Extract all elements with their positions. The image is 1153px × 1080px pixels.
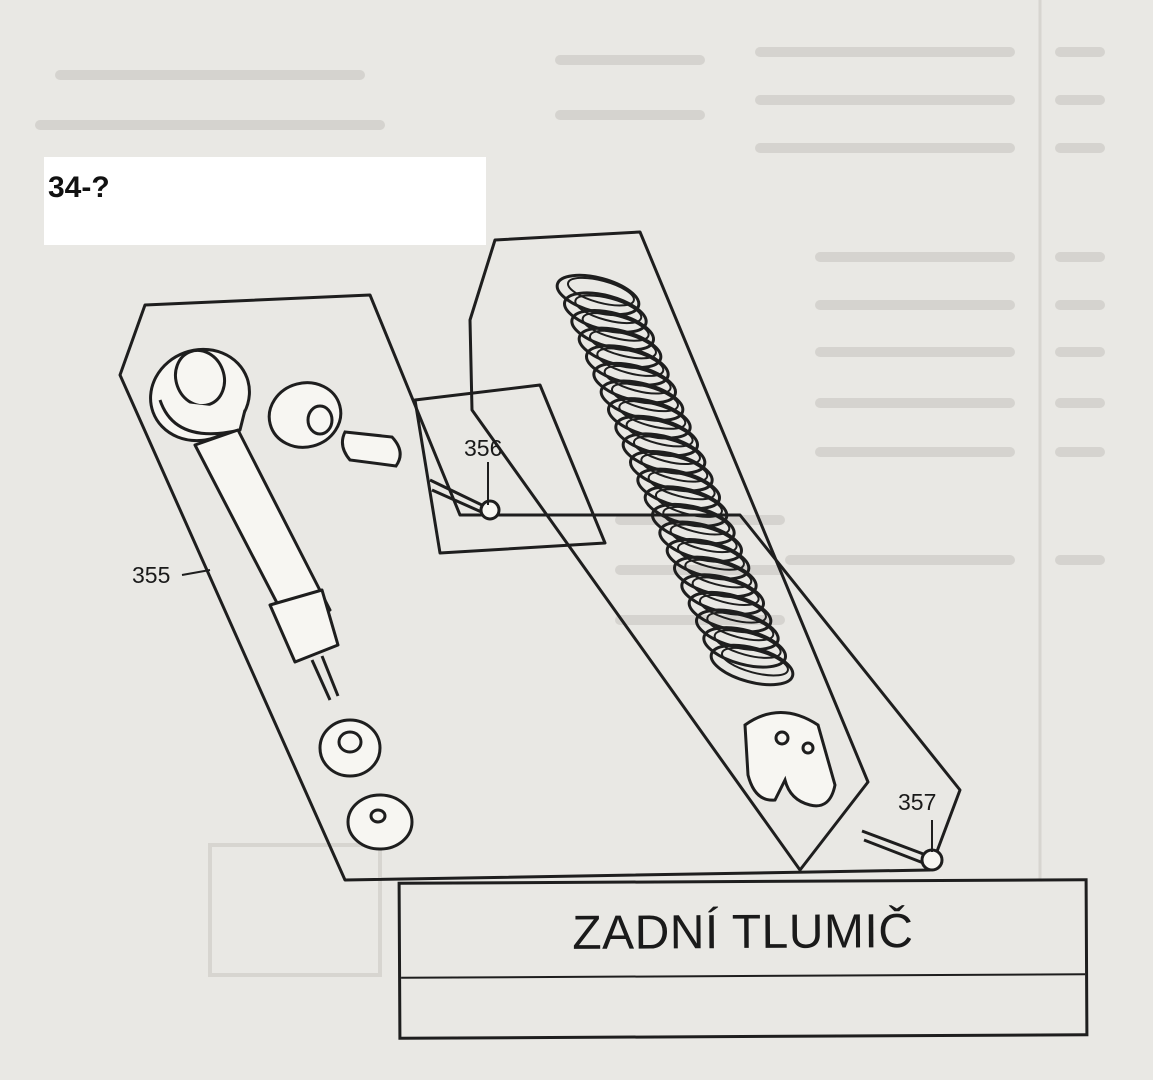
callout-356: 356 (464, 435, 503, 461)
lower-rubber-cap-hole (369, 808, 387, 824)
spring-coil-inner (596, 347, 665, 377)
background-ghost-frame (208, 843, 382, 977)
shock-body-tube (193, 428, 332, 630)
spring-coil-inner (706, 611, 775, 642)
collar-sleeve (340, 430, 402, 468)
spring-coil-inner (625, 417, 694, 448)
spring-coil-inner (721, 646, 789, 677)
spring-coil-inner (603, 364, 672, 395)
spring-coil-inner (662, 505, 731, 536)
spring-coil-inner (713, 629, 782, 659)
shock-bushings (267, 381, 414, 851)
shock-rod-edge (320, 655, 340, 697)
spring-coil-inner (640, 453, 709, 483)
lower-spring-mount (743, 711, 837, 808)
callout-357: 357 (898, 789, 937, 815)
spring-coil-inner (618, 400, 687, 430)
lower-bolt (861, 829, 944, 872)
title-block: ZADNÍ TLUMIČ (397, 878, 1089, 1040)
shock-body-sleeve (268, 588, 340, 664)
spring-coil-inner (574, 294, 643, 325)
spring-coil-inner (589, 329, 657, 360)
bolt-subpanel-outline (413, 383, 607, 555)
spring-coil-inner (699, 594, 767, 624)
upper-bushing (267, 381, 343, 449)
background-ghost-text (35, 47, 1105, 625)
upper-bolt (429, 478, 501, 521)
title-block-divider (401, 973, 1086, 979)
spring-coil-inner (655, 488, 723, 518)
diagram-title: ZADNÍ TLUMIČ (572, 905, 914, 960)
page-code-label: 34-? (44, 157, 486, 245)
spring-coil-turn (709, 643, 795, 687)
callout-355: 355 (132, 562, 171, 588)
lower-rubber-bushing-hole (337, 730, 363, 754)
spring-coil-inner (581, 312, 650, 342)
coil-spring (555, 273, 795, 687)
spring-coil-inner (567, 276, 635, 307)
spring-coil-turn (702, 626, 787, 669)
spring-coil-inner (684, 558, 753, 589)
callout-355-leader (181, 569, 211, 576)
shock-panel-outline (118, 293, 962, 882)
shock-upper-eye-bore (173, 348, 227, 408)
spring-coil-inner (633, 435, 701, 466)
spring-coil-inner (611, 382, 679, 413)
spring-coil-inner (677, 541, 745, 571)
spring-coil-inner (647, 470, 716, 501)
shock-absorber (149, 347, 340, 701)
upper-bushing-hole (306, 404, 334, 436)
shock-rod (310, 659, 332, 701)
spring-panel-outline (468, 230, 870, 872)
spring-coil-inner (669, 523, 738, 554)
spring-coil-inner (691, 576, 760, 606)
